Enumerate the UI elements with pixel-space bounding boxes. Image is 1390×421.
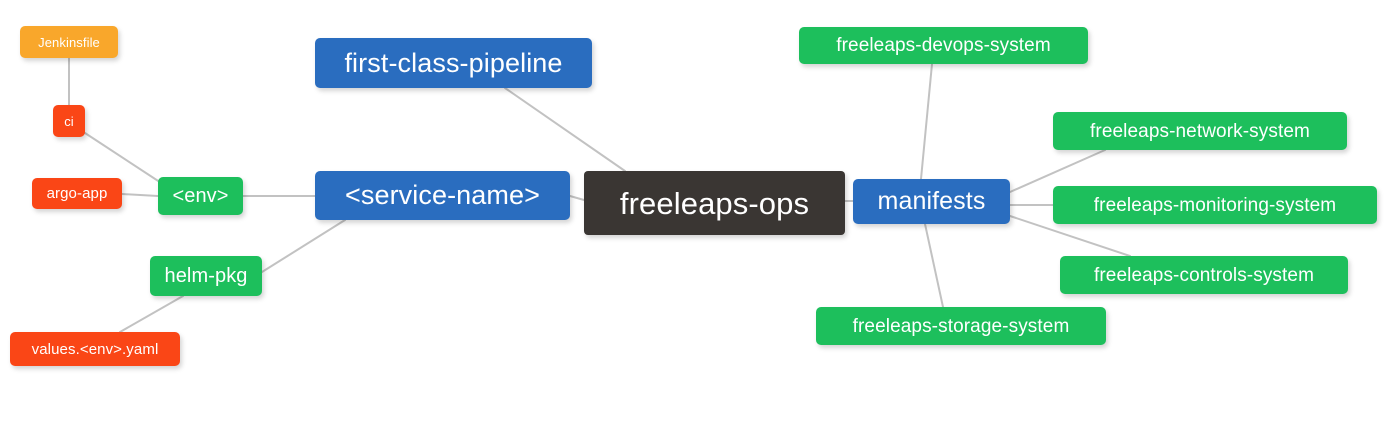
mindmap-node-label: freeleaps-devops-system (836, 35, 1051, 56)
mindmap-node-env[interactable]: <env> (158, 177, 243, 215)
edge-values-env-yaml-to-helm-pkg (119, 295, 184, 333)
mindmap-node-label: freeleaps-storage-system (852, 315, 1070, 337)
mindmap-node-manifests[interactable]: manifests (853, 179, 1010, 224)
edge-service-name-to-freeleaps-ops (569, 195, 585, 201)
mindmap-node-first-class-pipeline[interactable]: first-class-pipeline (315, 38, 592, 88)
mindmap-node-label: helm-pkg (164, 265, 248, 287)
mindmap-node-label: freeleaps-network-system (1090, 120, 1310, 142)
mindmap-node-service-name[interactable]: <service-name> (315, 171, 570, 220)
mindmap-node-freeleaps-network-system[interactable]: freeleaps-network-system (1053, 112, 1347, 150)
mindmap-node-label: ci (64, 113, 74, 129)
mindmap-node-label: values.<env>.yaml (31, 340, 159, 358)
mindmap-node-jenkinsfile[interactable]: Jenkinsfile (20, 26, 118, 58)
mindmap-node-label: Jenkinsfile (38, 34, 100, 50)
mindmap-node-label: <service-name> (345, 180, 540, 210)
edge-helm-pkg-to-service-name (261, 219, 346, 273)
edge-manifests-to-freeleaps-devops-system (920, 63, 933, 180)
mindmap-node-label: argo-app (46, 185, 108, 202)
mindmap-node-freeleaps-devops-system[interactable]: freeleaps-devops-system (799, 27, 1088, 64)
mindmap-node-argo-app[interactable]: argo-app (32, 178, 122, 209)
mindmap-node-freeleaps-storage-system[interactable]: freeleaps-storage-system (816, 307, 1106, 345)
mindmap-node-label: manifests (877, 187, 986, 215)
edge-argo-app-to-env (121, 193, 159, 197)
mindmap-node-freeleaps-controls-system[interactable]: freeleaps-controls-system (1060, 256, 1348, 294)
mindmap-node-label: <env> (172, 185, 229, 207)
mindmap-node-freeleaps-monitoring-system[interactable]: freeleaps-monitoring-system (1053, 186, 1377, 224)
mindmap-node-label: freeleaps-monitoring-system (1093, 194, 1337, 216)
edge-first-class-pipeline-to-freeleaps-ops (504, 87, 626, 172)
mindmap-node-values-env-yaml[interactable]: values.<env>.yaml (10, 332, 180, 366)
mindmap-node-label: first-class-pipeline (344, 47, 563, 78)
mindmap-node-ci[interactable]: ci (53, 105, 85, 137)
mindmap-node-label: freeleaps-ops (619, 185, 810, 221)
edge-manifests-to-freeleaps-storage-system (924, 223, 944, 308)
mindmap-node-label: freeleaps-controls-system (1093, 264, 1315, 286)
mindmap-node-helm-pkg[interactable]: helm-pkg (150, 256, 262, 296)
mindmap-node-freeleaps-ops[interactable]: freeleaps-ops (584, 171, 845, 235)
